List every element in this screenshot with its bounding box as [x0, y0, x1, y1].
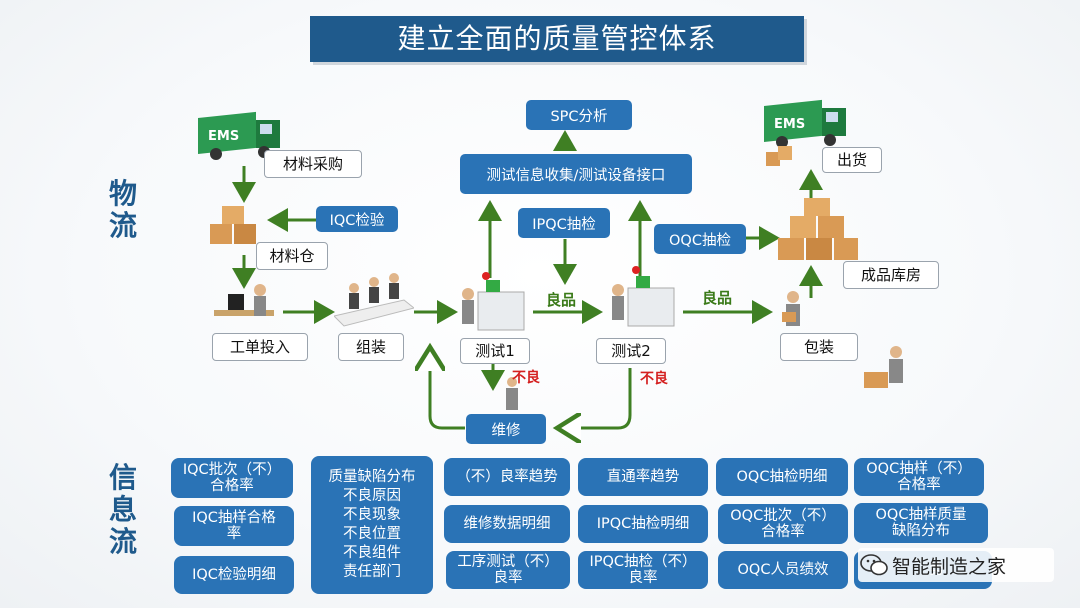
finished-warehouse-label: 成品库房 — [843, 261, 939, 289]
wechat-icon — [860, 554, 888, 576]
assembly-label: 组装 — [338, 333, 404, 361]
oqc-staff-performance-box: OQC人员绩效 — [718, 551, 848, 589]
truck-label-shipping: EMS — [774, 117, 805, 132]
yield-trend-box: （不）良率趋势 — [444, 458, 570, 496]
oqc-batch-rate-box: OQC批次（不） 合格率 — [718, 504, 848, 544]
packer-person-icon — [782, 291, 800, 326]
info-flow-label: 信息流 — [108, 461, 137, 558]
assembly-line-icon — [334, 273, 414, 327]
material-purchase-label: 材料采购 — [264, 150, 362, 178]
shipping-label: 出货 — [822, 147, 882, 173]
bad-label-2: 不良 — [640, 371, 668, 387]
work-order-station-icon — [214, 284, 274, 316]
bad-label-1: 不良 — [512, 370, 540, 386]
oqc-sampling-box: OQC抽检 — [654, 224, 746, 254]
repair-box: 维修 — [466, 414, 546, 444]
ipqc-rate-box: IPQC抽检（不） 良率 — [578, 551, 708, 589]
oqc-detail-box: OQC抽检明细 — [716, 458, 848, 496]
test2-machine-icon — [612, 266, 675, 327]
ipqc-detail-box: IPQC抽检明细 — [578, 505, 708, 543]
watermark-text: 智能制造之家 — [892, 556, 1007, 578]
test2-label: 测试2 — [596, 338, 666, 364]
arrow-repair-to-assembly — [430, 350, 465, 430]
watermark-backdrop — [858, 548, 1054, 582]
truck-label: EMS — [208, 129, 239, 144]
material-warehouse-label: 材料仓 — [256, 242, 328, 270]
test1-machine-icon — [462, 272, 525, 331]
ipqc-sampling-box: IPQC抽检 — [518, 208, 610, 238]
good-label-1: 良品 — [546, 291, 577, 309]
iqc-detail-box: IQC检验明细 — [174, 556, 294, 594]
repair-person-icon — [506, 377, 518, 410]
defect-distribution-box: 质量缺陷分布 不良原因 不良现象 不良位置 不良组件 责任部门 — [311, 456, 433, 594]
test1-label: 测试1 — [460, 338, 530, 364]
repair-detail-box: 维修数据明细 — [444, 505, 570, 543]
packing-worker-icon — [864, 346, 903, 388]
iqc-sample-rate-box: IQC抽样合格 率 — [174, 506, 294, 546]
iqc-batch-rate-box: IQC批次（不） 合格率 — [171, 458, 293, 498]
spc-analysis-box: SPC分析 — [526, 100, 632, 130]
logistics-label: 物流 — [108, 177, 137, 242]
page-title: 建立全面的质量管控体系 — [310, 16, 804, 62]
oqc-defect-distribution-box: OQC抽样质量 缺陷分布 — [854, 503, 988, 543]
work-order-input-label: 工单投入 — [212, 333, 308, 361]
shipping-boxes-icon — [766, 146, 792, 166]
packaging-label: 包装 — [780, 333, 858, 361]
arrow-test2-bad-to-repair — [560, 368, 632, 428]
finished-goods-boxes-icon — [778, 198, 858, 260]
good-label-2: 良品 — [702, 289, 733, 307]
ems-truck-icon: EMS — [198, 111, 280, 160]
test-info-collection-box: 测试信息收集/测试设备接口 — [460, 154, 692, 194]
ems-truck-icon-shipping: EMS — [764, 99, 846, 148]
direct-rate-trend-box: 直通率趋势 — [578, 458, 708, 496]
iqc-inspection-box: IQC检验 — [316, 206, 398, 232]
oqc-sample-rate-box: OQC抽样（不） 合格率 — [854, 458, 984, 496]
process-test-rate-box: 工序测试（不） 良率 — [446, 551, 570, 589]
material-boxes-icon — [210, 206, 256, 244]
